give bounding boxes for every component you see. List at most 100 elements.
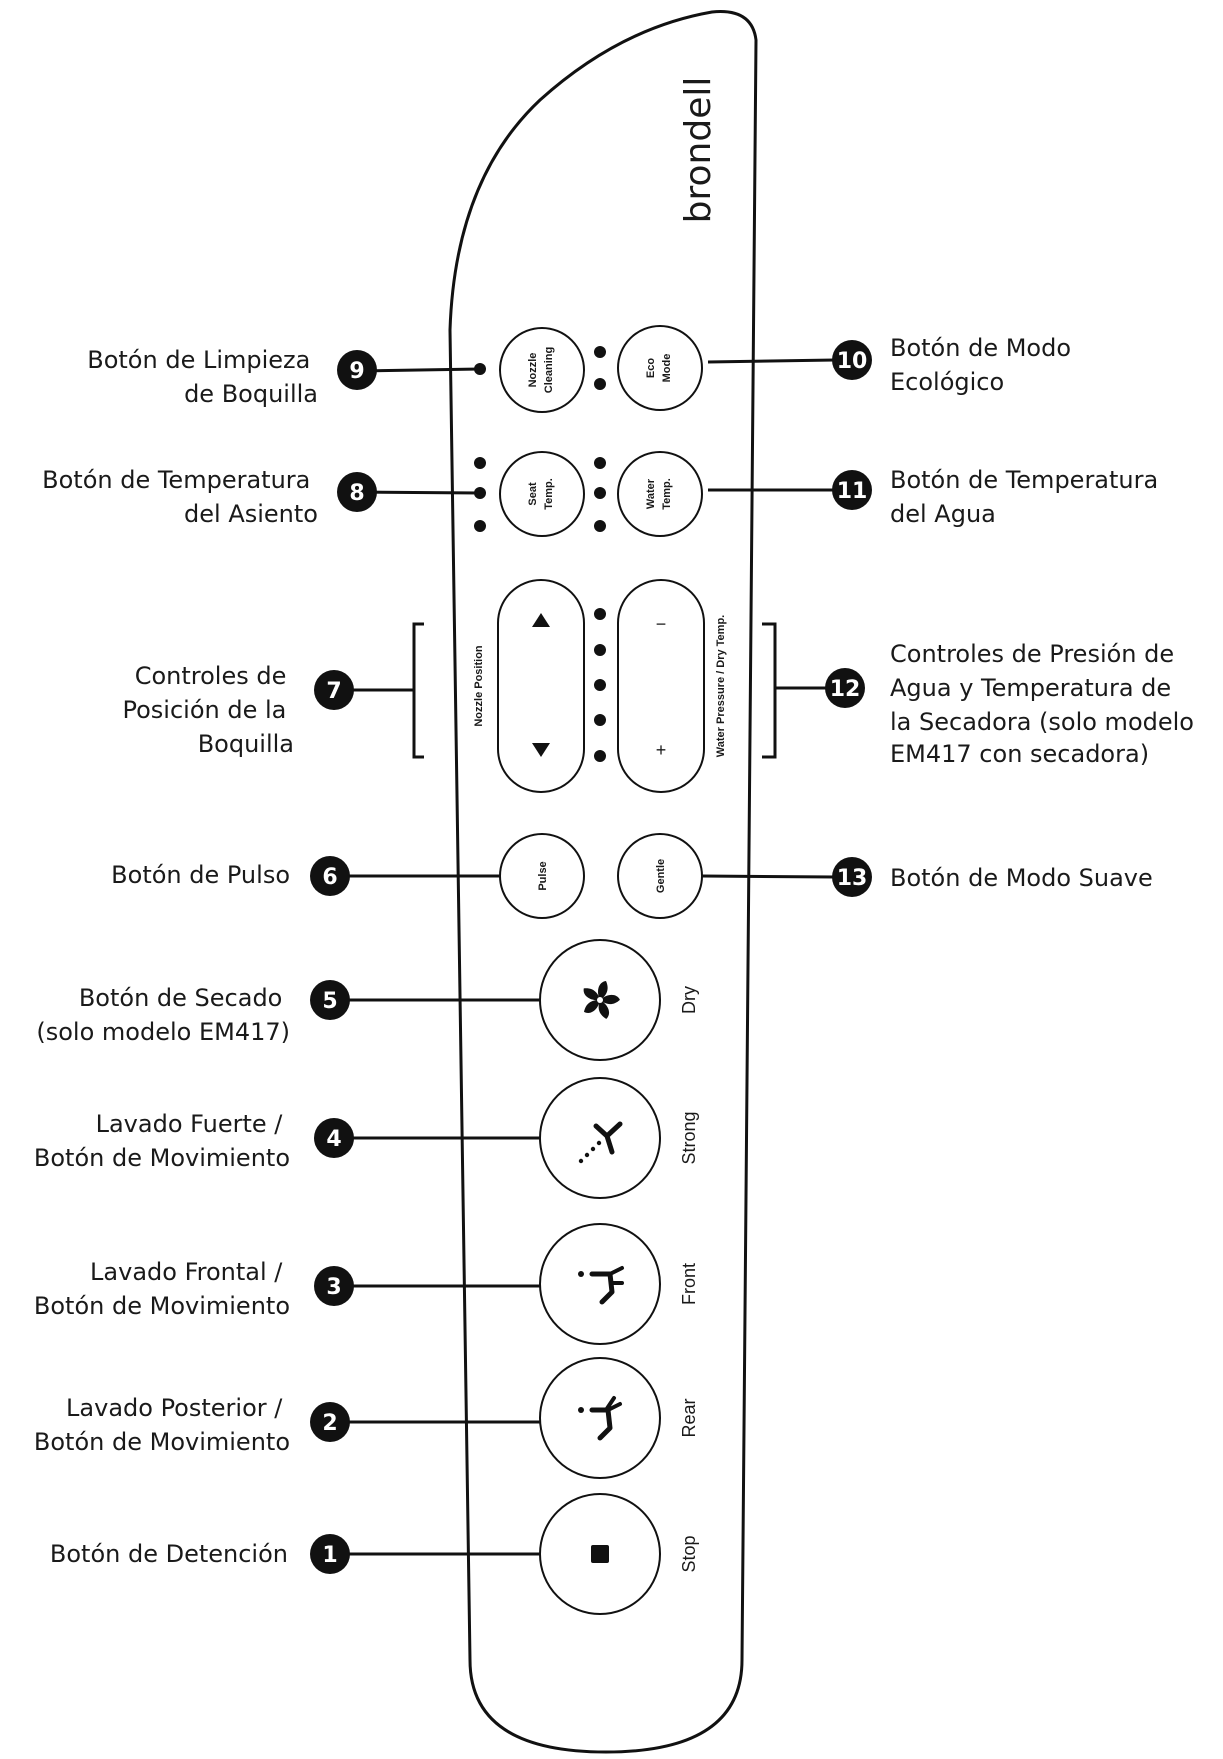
brand-logo-text: brondell [678, 77, 719, 224]
svg-text:1: 1 [322, 1543, 337, 1568]
indicator-dot [594, 378, 606, 390]
callout-label-9: Botón de Limpieza de Boquilla [87, 346, 318, 408]
water-pressure-label: Water Pressure / Dry Temp. [715, 615, 727, 757]
svg-text:11: 11 [837, 479, 868, 504]
remote-body [448, 10, 758, 1754]
nozzle-position-label: Nozzle Position [473, 645, 485, 727]
front-wash-icon [578, 1266, 624, 1305]
water-temp-button[interactable]: Water Temp. [617, 451, 703, 537]
front-button[interactable] [539, 1223, 661, 1345]
water-temp-dot [594, 520, 606, 532]
stop-label: Stop [679, 1535, 699, 1572]
callout-label-8: Botón de Temperatura del Asiento [42, 466, 318, 528]
callout-badge-1: 1 [310, 1534, 350, 1574]
fan-icon [583, 981, 620, 1019]
svg-text:Temp.: Temp. [543, 478, 555, 510]
pressure-level-dot [594, 750, 606, 762]
strong-button[interactable] [539, 1077, 661, 1199]
callout-label-3: Lavado Frontal / Botón de Movimiento [34, 1258, 290, 1320]
callout-badge-9: 9 [337, 350, 377, 390]
callout-label-1: Botón de Detención [50, 1540, 288, 1568]
svg-text:3: 3 [326, 1275, 341, 1300]
indicator-dot [594, 346, 606, 358]
leader-line-13 [701, 874, 836, 879]
seat-temp-button[interactable]: Seat Temp. [499, 451, 585, 537]
nozzle-position-control[interactable] [497, 579, 585, 793]
callout-label-7: Controles de Posición de la Boquilla [122, 662, 294, 758]
svg-text:4: 4 [326, 1127, 341, 1152]
stop-button[interactable] [539, 1493, 661, 1615]
leader-end-dot [474, 363, 486, 375]
seat-temp-dot [474, 457, 486, 469]
callout-badge-3: 3 [314, 1266, 354, 1306]
minus-button[interactable]: − [656, 614, 667, 634]
callout-label-11: Botón de Temperatura del Agua [890, 466, 1166, 528]
rear-label: Rear [679, 1398, 699, 1437]
leader-line-9 [357, 367, 481, 373]
up-arrow-icon[interactable] [532, 613, 550, 627]
svg-text:6: 6 [322, 865, 337, 890]
callout-badge-12: 12 [825, 668, 865, 708]
front-label: Front [679, 1263, 699, 1305]
callout-badge-4: 4 [314, 1118, 354, 1158]
svg-text:2: 2 [322, 1411, 337, 1436]
svg-text:Water: Water [645, 478, 657, 509]
pressure-level-dot [594, 714, 606, 726]
callout-label-4: Lavado Fuerte / Botón de Movimiento [34, 1110, 290, 1172]
callout-badge-8: 8 [337, 472, 377, 512]
svg-text:Cleaning: Cleaning [543, 347, 555, 393]
callout-label-5: Botón de Secado (solo modelo EM417) [36, 984, 290, 1046]
leader-line-10 [707, 358, 836, 364]
water-pressure-control[interactable]: − + [617, 579, 705, 793]
callout-label-10: Botón de Modo Ecológico [890, 334, 1079, 396]
water-temp-dot [594, 457, 606, 469]
callout-label-2: Lavado Posterior / Botón de Movimiento [34, 1394, 290, 1456]
callout-badge-13: 13 [832, 857, 872, 897]
strong-wash-icon [578, 1121, 623, 1164]
down-arrow-icon[interactable] [532, 743, 550, 757]
eco-mode-button[interactable]: Eco Mode [617, 325, 703, 411]
callout-badge-6: 6 [310, 856, 350, 896]
gentle-button[interactable]: Gentle [617, 833, 703, 919]
bracket-right [762, 622, 777, 759]
callout-label-12: Controles de Presión de Agua y Temperatu… [890, 640, 1202, 768]
plus-button[interactable]: + [656, 740, 667, 760]
nozzle-cleaning-button[interactable]: Nozzle Cleaning [499, 327, 585, 413]
strong-label: Strong [679, 1111, 699, 1164]
water-temp-dot [594, 487, 606, 499]
svg-text:Gentle: Gentle [655, 859, 667, 893]
stop-square-icon [591, 1545, 609, 1563]
rear-button[interactable] [539, 1357, 661, 1479]
svg-text:7: 7 [326, 679, 341, 704]
svg-text:Nozzle: Nozzle [527, 353, 539, 388]
pressure-level-dot [594, 644, 606, 656]
callout-badge-5: 5 [310, 980, 350, 1020]
callout-badge-2: 2 [310, 1402, 350, 1442]
dry-button[interactable] [539, 939, 661, 1061]
svg-text:Seat: Seat [527, 482, 539, 506]
callout-label-13: Botón de Modo Suave [890, 864, 1153, 892]
svg-text:10: 10 [837, 349, 868, 374]
pressure-level-dot [594, 608, 606, 620]
dry-label: Dry [679, 986, 699, 1014]
svg-text:12: 12 [830, 677, 861, 702]
svg-text:9: 9 [349, 359, 364, 384]
svg-text:Temp.: Temp. [661, 478, 673, 510]
svg-text:13: 13 [837, 866, 868, 891]
svg-text:8: 8 [349, 481, 364, 506]
svg-text:Eco: Eco [645, 358, 657, 378]
callout-badge-10: 10 [832, 340, 872, 380]
callout-badge-11: 11 [832, 470, 872, 510]
svg-text:5: 5 [322, 989, 337, 1014]
svg-text:Mode: Mode [661, 354, 673, 383]
leader-line-8 [357, 490, 481, 495]
pressure-level-dot [594, 679, 606, 691]
svg-text:Pulse: Pulse [537, 861, 549, 890]
rear-wash-icon [578, 1396, 622, 1441]
callout-badge-7: 7 [314, 670, 354, 710]
callout-label-6: Botón de Pulso [111, 861, 290, 889]
seat-temp-dot [474, 520, 486, 532]
pulse-button[interactable]: Pulse [499, 833, 585, 919]
bracket-left [412, 622, 424, 759]
